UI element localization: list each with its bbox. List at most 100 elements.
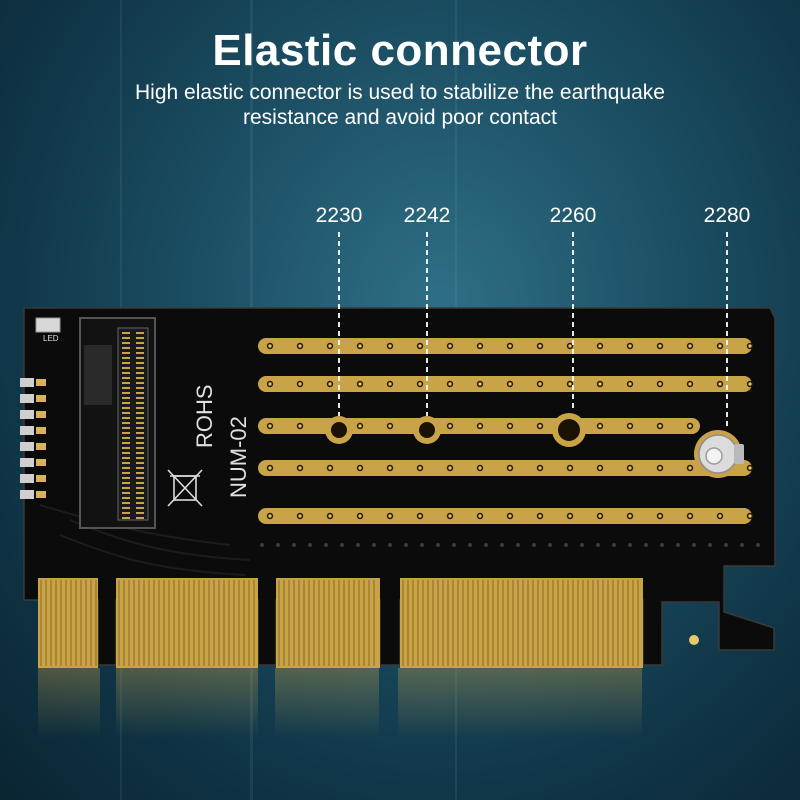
rail-via xyxy=(508,424,512,428)
rohs-label: ROHS xyxy=(192,384,217,448)
edge-via xyxy=(532,543,536,547)
rail-via xyxy=(658,424,662,428)
smd-components xyxy=(20,378,46,499)
rail-via xyxy=(478,382,482,386)
standoff-rail xyxy=(258,338,752,354)
rail-via xyxy=(328,466,332,470)
slot-pin xyxy=(122,472,130,474)
slot-pin xyxy=(136,487,144,489)
mounting-hole xyxy=(558,419,580,441)
rail-via xyxy=(598,382,602,386)
size-label-2230: 2230 xyxy=(315,204,363,227)
slot-pin xyxy=(122,332,130,334)
slot-pin xyxy=(136,332,144,334)
rail-via xyxy=(298,514,302,518)
edge-via xyxy=(356,543,360,547)
smd-resistor xyxy=(20,378,34,387)
rail-via xyxy=(268,466,272,470)
edge-via xyxy=(340,543,344,547)
edge-via xyxy=(372,543,376,547)
smd-pad xyxy=(36,395,46,402)
slot-pin xyxy=(122,492,130,494)
rail-via xyxy=(448,344,452,348)
edge-via xyxy=(420,543,424,547)
slot-pin xyxy=(122,407,130,409)
slot-pin xyxy=(122,372,130,374)
rail-via xyxy=(298,382,302,386)
subtitle-line-2: resistance and avoid poor contact xyxy=(242,106,558,129)
rail-via xyxy=(328,344,332,348)
rail-via xyxy=(748,344,752,348)
mounting-holes xyxy=(325,413,586,447)
slot-pin xyxy=(122,467,130,469)
smd-resistor xyxy=(20,442,34,451)
rail-via xyxy=(748,382,752,386)
smd-pad xyxy=(36,475,46,482)
slot-pin xyxy=(122,397,130,399)
slot-pin xyxy=(136,502,144,504)
size-label-2260: 2260 xyxy=(549,204,597,227)
slot-pin xyxy=(136,442,144,444)
rail-via xyxy=(748,466,752,470)
slot-pin xyxy=(136,447,144,449)
slot-pin xyxy=(122,357,130,359)
slot-pin xyxy=(122,382,130,384)
rail-via xyxy=(598,514,602,518)
slot-pin xyxy=(122,497,130,499)
rail-via xyxy=(358,424,362,428)
slot-pin xyxy=(122,427,130,429)
rail-via xyxy=(628,344,632,348)
slot-pin xyxy=(122,512,130,514)
slot-pin xyxy=(136,342,144,344)
smd-resistor xyxy=(20,410,34,419)
gold-finger-segment xyxy=(400,578,643,668)
slot-pin xyxy=(122,447,130,449)
slot-pin xyxy=(122,432,130,434)
slot-pin xyxy=(136,347,144,349)
edge-via xyxy=(756,543,760,547)
rail-via xyxy=(478,466,482,470)
slot-pin xyxy=(136,457,144,459)
edge-via xyxy=(740,543,744,547)
slot-pin xyxy=(136,352,144,354)
rail-via xyxy=(418,344,422,348)
rail-via xyxy=(658,382,662,386)
elastic-connector-standoff xyxy=(694,430,744,478)
model-label: NUM-02 xyxy=(226,416,251,498)
slot-pin xyxy=(136,482,144,484)
rail-via xyxy=(478,514,482,518)
rail-via xyxy=(508,514,512,518)
standoff-rail xyxy=(258,508,752,524)
edge-via xyxy=(548,543,552,547)
slot-pin xyxy=(122,462,130,464)
rail-via xyxy=(688,424,692,428)
rail-via xyxy=(598,466,602,470)
edge-via xyxy=(500,543,504,547)
slot-pin xyxy=(122,442,130,444)
smd-pad xyxy=(36,411,46,418)
rail-via xyxy=(628,424,632,428)
slot-pin xyxy=(136,507,144,509)
size-label-2242: 2242 xyxy=(403,204,451,227)
mounting-hole xyxy=(419,422,435,438)
slot-pin xyxy=(136,402,144,404)
smd-pad xyxy=(36,491,46,498)
rail-via xyxy=(358,382,362,386)
smd-resistor xyxy=(20,394,34,403)
slot-pin xyxy=(136,497,144,499)
rail-via xyxy=(358,344,362,348)
gold-fingers xyxy=(38,578,643,668)
rail-via xyxy=(628,466,632,470)
slot-pin xyxy=(136,517,144,519)
smd-resistor xyxy=(20,490,34,499)
bracket-hole xyxy=(689,635,699,645)
rail-via xyxy=(718,514,722,518)
slot-pin xyxy=(122,517,130,519)
gold-finger-segment xyxy=(38,578,98,668)
rail-via xyxy=(268,344,272,348)
slot-pin xyxy=(136,367,144,369)
rail-via xyxy=(718,382,722,386)
weee-bin-icon xyxy=(167,469,203,507)
rail-via xyxy=(598,424,602,428)
